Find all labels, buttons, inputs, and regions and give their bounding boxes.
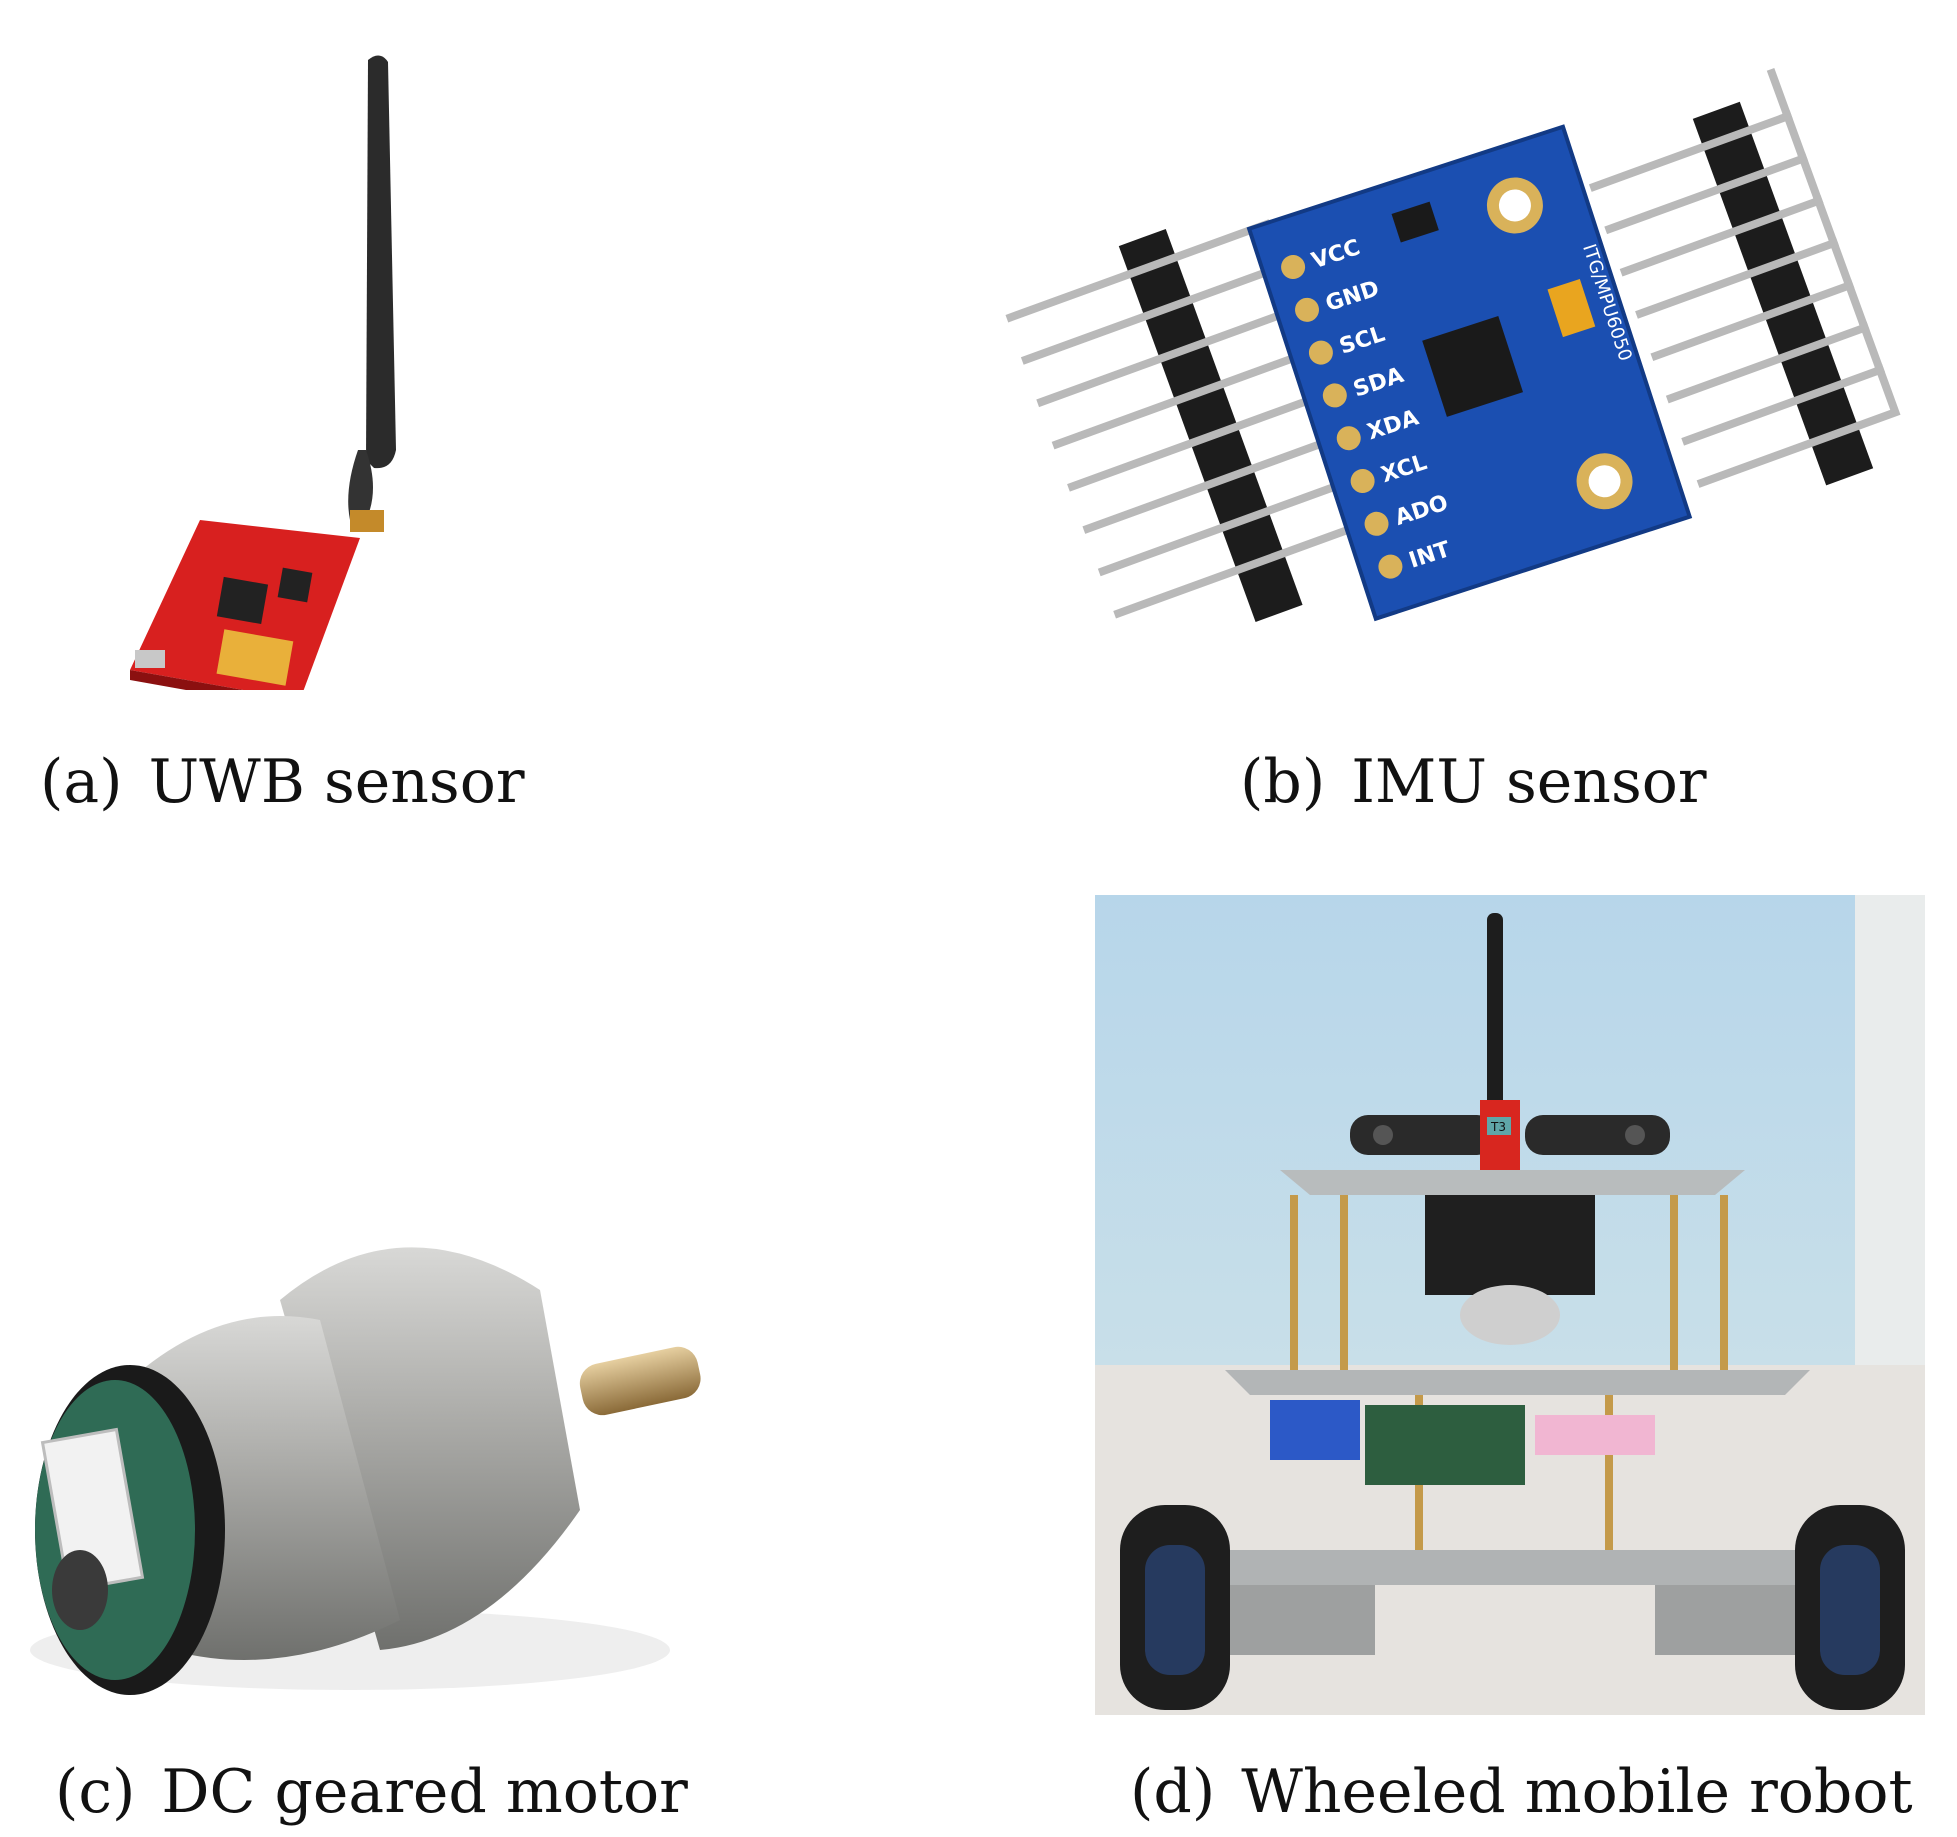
caption-tag: (a) — [40, 747, 123, 817]
right-motor — [1655, 1585, 1815, 1655]
imu-sensor-image: VCC GND SCL SDA XDA XCL ADO INT ITG/MPU6… — [1000, 60, 1940, 700]
caption-c: (c)DC geared motor — [55, 1762, 688, 1822]
lidar — [1425, 1195, 1595, 1295]
caption-label: DC geared motor — [161, 1757, 688, 1827]
dc-motor-drawing — [30, 1247, 701, 1695]
caption-label: IMU sensor — [1351, 747, 1707, 817]
tag-label: T3 — [1490, 1120, 1506, 1134]
camera-right — [1525, 1115, 1670, 1155]
uwb-sensor-image — [130, 50, 430, 690]
right-pin-header — [1588, 67, 1901, 488]
uwb-sensor-drawing — [130, 55, 396, 690]
imu-board: VCC GND SCL SDA XDA XCL ADO INT ITG/MPU6… — [1246, 124, 1693, 622]
left-motor — [1215, 1585, 1375, 1655]
middle-plate — [1225, 1370, 1810, 1395]
caption-tag: (b) — [1240, 747, 1326, 817]
left-pin-header — [1005, 219, 1380, 622]
caption-a: (a)UWB sensor — [40, 752, 525, 812]
imu-sensor-drawing: VCC GND SCL SDA XDA XCL ADO INT ITG/MPU6… — [1005, 67, 1901, 622]
motor-shaft — [579, 1346, 701, 1416]
caption-label: UWB sensor — [148, 747, 525, 817]
bottom-plate — [1190, 1550, 1845, 1585]
caption-label: Wheeled mobile robot — [1241, 1757, 1913, 1827]
caption-tag: (c) — [55, 1757, 136, 1827]
caption-b: (b)IMU sensor — [1240, 752, 1707, 812]
antenna-icon — [366, 55, 396, 469]
camera-left — [1350, 1115, 1495, 1155]
caption-tag: (d) — [1130, 1757, 1216, 1827]
caption-d: (d)Wheeled mobile robot — [1130, 1762, 1913, 1822]
top-plate — [1280, 1170, 1745, 1195]
robot-drawing: T3 — [1095, 895, 1925, 1715]
dc-motor-image — [20, 1180, 740, 1720]
antenna-icon — [1487, 913, 1503, 1113]
robot-photo: T3 — [1095, 895, 1925, 1715]
